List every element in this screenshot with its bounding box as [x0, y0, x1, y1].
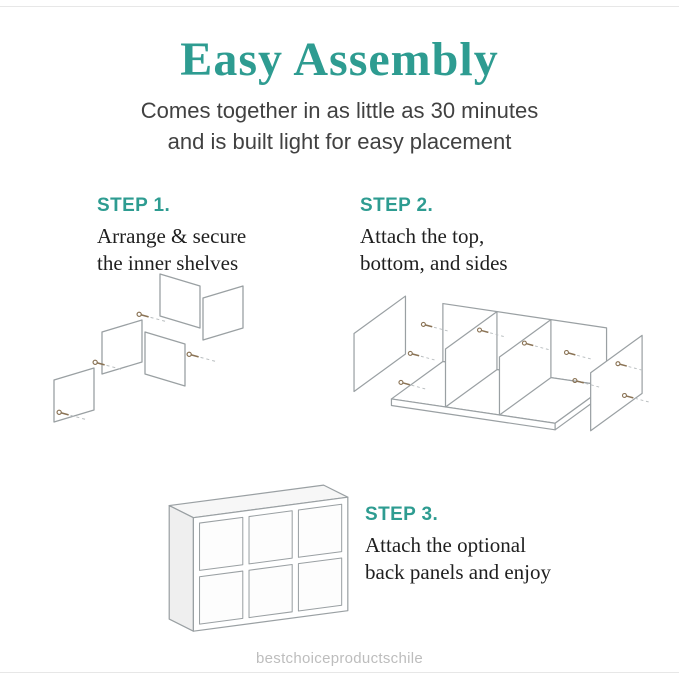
shelf-panel: [159, 273, 201, 329]
right-side-panel: [590, 334, 643, 432]
step-3-illustration: [168, 484, 349, 632]
shelf-panel: [144, 331, 186, 387]
frame-panels: [353, 295, 643, 432]
watermark-text: bestchoiceproductschile: [256, 650, 423, 667]
step-2-line-1: Attach the top,: [360, 224, 485, 248]
subtitle: Comes together in as little as 30 minute…: [0, 96, 679, 158]
divider-panel: [498, 319, 552, 416]
cube-opening: [297, 503, 343, 558]
step-1-illustration: [53, 273, 244, 423]
shelf-panel: [202, 285, 244, 341]
step-3-line-2: back panels and enjoy: [365, 560, 552, 585]
cube-opening: [199, 570, 244, 625]
organizer-left-face: [168, 504, 194, 632]
step-1-label: STEP 1.: [97, 195, 171, 216]
page-title: Easy Assembly: [180, 33, 499, 86]
inner-shelf-panels: [53, 273, 244, 423]
bottom-border-line: [0, 672, 679, 673]
step-3-block: STEP 3. Attach the optional back panels …: [365, 504, 551, 587]
left-side-panel: [353, 295, 407, 393]
top-border-line: [0, 6, 679, 7]
divider-panel: [444, 310, 498, 408]
step-1-block: STEP 1. Arrange & secure the inner shelv…: [97, 195, 246, 278]
cube-opening: [297, 557, 343, 612]
subtitle-line-2: and is built light for easy placement: [167, 128, 512, 154]
step-3-description: Attach the optional back panels and enjo…: [365, 532, 551, 587]
step-2-illustration: [353, 295, 652, 432]
step-3-label: STEP 3.: [365, 504, 439, 525]
step-1-description: Arrange & secure the inner shelves: [97, 223, 246, 278]
step-3-line-1: Attach the optional: [365, 533, 526, 557]
cube-opening: [248, 563, 293, 619]
step-2-block: STEP 2. Attach the top, bottom, and side…: [360, 195, 508, 278]
assembled-organizer: [168, 484, 349, 632]
cube-opening: [199, 516, 244, 571]
screw-icon: [185, 350, 219, 365]
step-1-line-2: the inner shelves: [97, 251, 239, 276]
cube-opening: [248, 510, 293, 565]
step-2-line-2: bottom, and sides: [360, 251, 508, 276]
screw-icon: [407, 350, 438, 364]
step-2-description: Attach the top, bottom, and sides: [360, 223, 508, 278]
step-2-label: STEP 2.: [360, 195, 434, 216]
subtitle-line-1: Comes together in as little as 30 minute…: [140, 98, 539, 123]
step-1-line-1: Arrange & secure: [97, 224, 247, 248]
